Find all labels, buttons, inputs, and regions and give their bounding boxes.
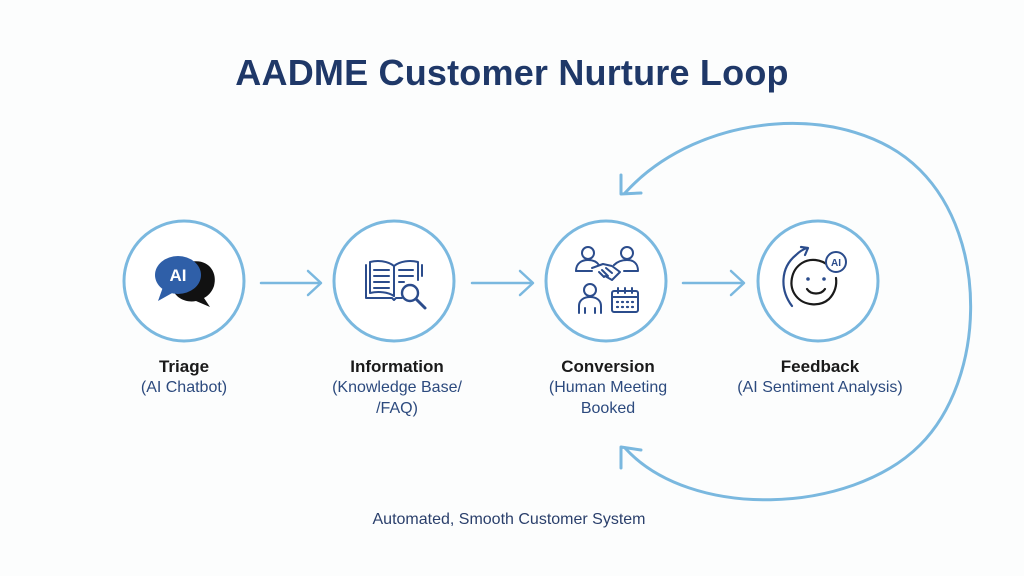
footer-text: Automated, Smooth Customer System	[372, 511, 646, 528]
flow-arrow-1	[259, 269, 323, 297]
smiley-ai-badge-text: AI	[831, 258, 841, 269]
loop-arrowhead-top	[619, 173, 643, 196]
stage-label-feedback: Feedback (AI Sentiment Analysis)	[710, 356, 930, 398]
stage-label-triage: Triage (AI Chatbot)	[74, 356, 294, 398]
ai-chat-icon-text: AI	[170, 266, 187, 285]
handshake-meeting-calendar-icon	[575, 246, 639, 314]
stage-name: Feedback	[780, 357, 860, 376]
book-magnifier-icon	[365, 260, 427, 310]
smiley-ai-sentiment-icon: AI	[782, 245, 847, 308]
stage-subtitle: (Human Meeting Booked	[548, 379, 668, 417]
flow-arrow-2	[470, 269, 535, 297]
stage-subtitle: (AI Sentiment Analysis)	[737, 379, 903, 396]
diagram-title: AADME Customer Nurture Loop	[235, 52, 789, 93]
loop-arrowhead-bottom	[619, 445, 643, 470]
return-loop-arrow	[619, 121, 973, 502]
ai-chat-bubbles-icon: AI	[155, 256, 215, 307]
flow-arrow-3	[681, 269, 746, 297]
stage-subtitle: (AI Chatbot)	[140, 379, 228, 396]
footer-caption: Automated, Smooth Customer System	[0, 511, 1024, 529]
stage-subtitle: (Knowledge Base/ /FAQ)	[332, 379, 462, 417]
stage-name: Information	[350, 357, 444, 376]
stage-name: Triage	[158, 357, 210, 376]
stage-ring-feedback	[756, 219, 880, 343]
stage-name: Conversion	[561, 357, 655, 376]
stage-label-conversion: Conversion (Human Meeting Booked	[498, 356, 718, 419]
stage-ring-conversion	[544, 219, 668, 343]
stage-label-information: Information (Knowledge Base/ /FAQ)	[287, 356, 507, 419]
